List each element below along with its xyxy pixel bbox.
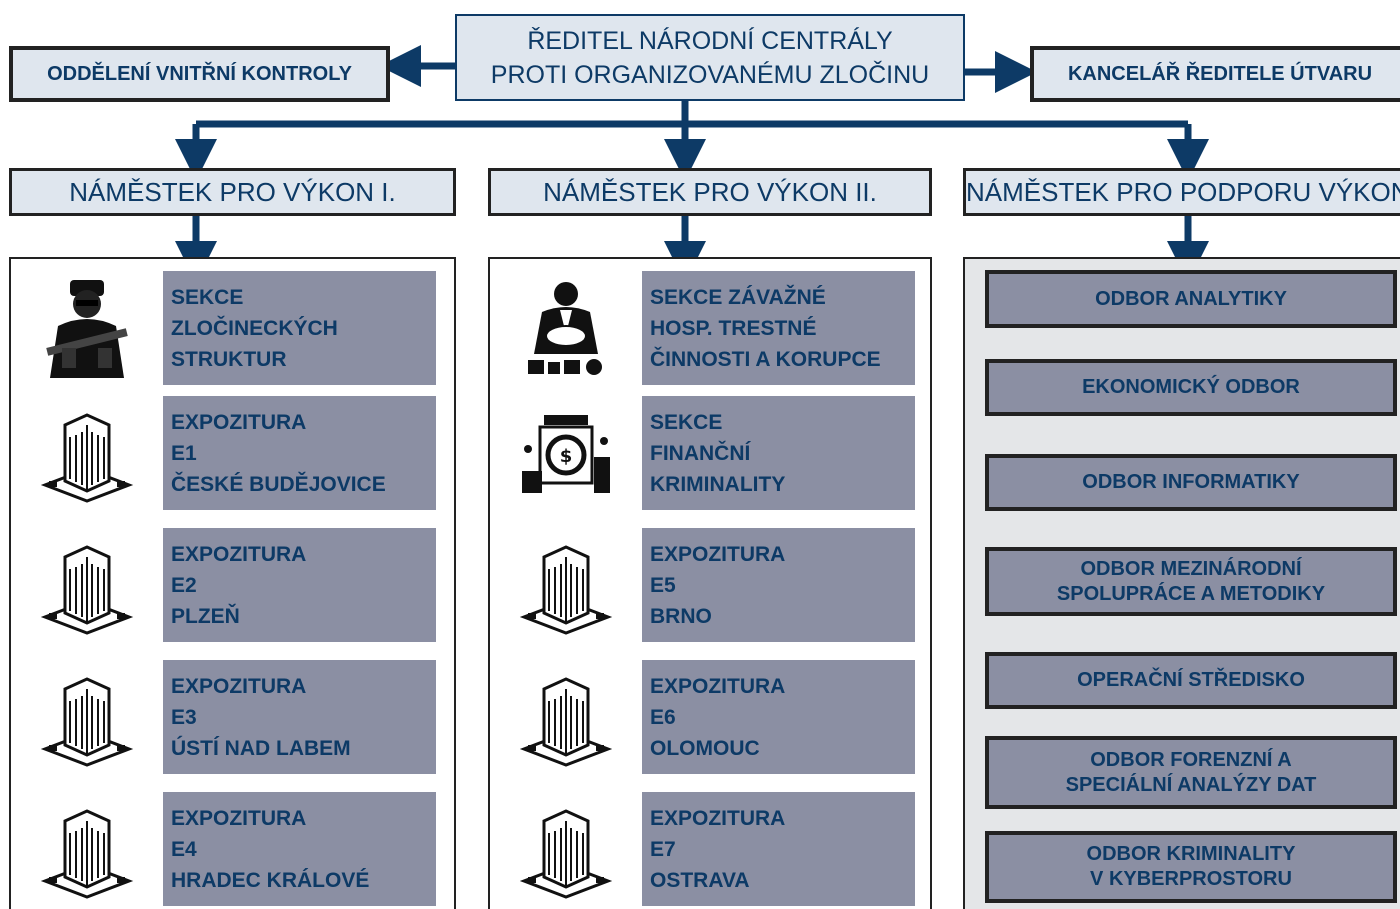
unit-line: PLZEŇ (171, 604, 240, 628)
building-icon (23, 396, 151, 510)
building-icon (502, 528, 630, 642)
unit-line: EXPOZITURA (650, 542, 786, 566)
unit-line: ÚSTÍ NAD LABEM (171, 736, 351, 760)
unit-line: E2 (171, 573, 197, 597)
building-icon (502, 660, 630, 774)
dept-line: ODBOR KRIMINALITY (1086, 843, 1296, 865)
dept-line: ODBOR ANALYTIKY (1095, 287, 1287, 310)
deputy-label-2: NÁMĚSTEK PRO VÝKON II. (543, 176, 877, 207)
unit-financial-crime-label: SEKCE FINANČNÍ KRIMINALITY (642, 396, 915, 510)
unit-line: KRIMINALITY (650, 472, 786, 496)
unit-line: SEKCE (171, 285, 244, 309)
unit-line: E3 (171, 705, 197, 729)
dept-line: ODBOR FORENZNÍ A (1090, 748, 1292, 771)
unit-line: EXPOZITURA (650, 806, 786, 830)
deputy-label-3: NÁMĚSTEK PRO PODPORU VÝKONU (966, 176, 1400, 207)
dept-line: V KYBERPROSTORU (1090, 868, 1292, 890)
panel-support: ODBOR ANALYTIKY EKONOMICKÝ ODBOR ODBOR I… (963, 257, 1400, 909)
unit-line: EXPOZITURA (171, 806, 307, 830)
unit-e3-label: EXPOZITURA E3 ÚSTÍ NAD LABEM (163, 660, 436, 774)
building-icon (502, 792, 630, 906)
dept-informatics: ODBOR INFORMATIKY (985, 454, 1397, 511)
building-icon (23, 792, 151, 906)
unit-line: E7 (650, 837, 676, 861)
internal-control-box: ODDĚLENÍ VNITŘNÍ KONTROLY (9, 46, 390, 102)
unit-line: HRADEC KRÁLOVÉ (171, 868, 370, 892)
unit-line: ČINNOSTI A KORUPCE (650, 347, 881, 371)
panel-execution-1: SEKCE ZLOČINECKÝCH STRUKTUR EXPOZITURA E… (9, 257, 456, 909)
dept-operations: OPERAČNÍ STŘEDISKO (985, 652, 1397, 709)
building-icon (23, 660, 151, 774)
director-line-2: PROTI ORGANIZOVANÉMU ZLOČINU (490, 60, 930, 89)
unit-e2-label: EXPOZITURA E2 PLZEŇ (163, 528, 436, 642)
deputy-box-3: NÁMĚSTEK PRO PODPORU VÝKONU (963, 168, 1400, 216)
svg-text:$: $ (560, 446, 573, 467)
internal-control-label: ODDĚLENÍ VNITŘNÍ KONTROLY (47, 62, 352, 85)
director-box: ŘEDITEL NÁRODNÍ CENTRÁLY PROTI ORGANIZOV… (455, 14, 965, 101)
unit-organized-crime-label: SEKCE ZLOČINECKÝCH STRUKTUR (163, 271, 436, 385)
unit-line: OSTRAVA (650, 868, 750, 892)
unit-line: SEKCE (650, 410, 723, 434)
unit-line: OLOMOUC (650, 736, 760, 760)
deputy-box-2: NÁMĚSTEK PRO VÝKON II. (488, 168, 932, 216)
unit-line: E1 (171, 441, 197, 465)
unit-e4-label: EXPOZITURA E4 HRADEC KRÁLOVÉ (163, 792, 436, 906)
unit-e6-label: EXPOZITURA E6 OLOMOUC (642, 660, 915, 774)
dept-line: OPERAČNÍ STŘEDISKO (1077, 669, 1305, 691)
dept-line: ODBOR INFORMATIKY (1082, 471, 1300, 493)
unit-e7-label: EXPOZITURA E7 OSTRAVA (642, 792, 915, 906)
dept-line: EKONOMICKÝ ODBOR (1082, 376, 1300, 398)
unit-line: EXPOZITURA (171, 674, 307, 698)
director-line-1: ŘEDITEL NÁRODNÍ CENTRÁLY (527, 26, 893, 55)
deputy-label-1: NÁMĚSTEK PRO VÝKON I. (69, 176, 396, 207)
unit-line: STRUKTUR (171, 347, 287, 371)
director-office-box: KANCELÁŘ ŘEDITELE ÚTVARU (1030, 46, 1400, 102)
dept-line: ODBOR MEZINÁRODNÍ (1080, 557, 1302, 580)
building-icon (23, 528, 151, 642)
dept-analytics: ODBOR ANALYTIKY (985, 270, 1397, 328)
unit-line: SEKCE ZÁVAŽNÉ (650, 285, 826, 309)
unit-line: E4 (171, 837, 197, 861)
dept-forensic: ODBOR FORENZNÍ A SPECIÁLNÍ ANALÝZY DAT (985, 736, 1397, 809)
dept-line: SPOLUPRÁCE A METODIKY (1056, 582, 1326, 605)
unit-e1-label: EXPOZITURA E1 ČESKÉ BUDĚJOVICE (163, 396, 436, 510)
unit-line: EXPOZITURA (171, 410, 307, 434)
unit-line: ČESKÉ BUDĚJOVICE (171, 472, 386, 496)
unit-line: FINANČNÍ (650, 441, 751, 465)
businessman-money-icon (502, 271, 630, 385)
unit-line: EXPOZITURA (171, 542, 307, 566)
unit-economic-crime-label: SEKCE ZÁVAŽNÉ HOSP. TRESTNÉ ČINNOSTI A K… (642, 271, 915, 385)
dept-economic: EKONOMICKÝ ODBOR (985, 359, 1397, 416)
unit-line: E5 (650, 573, 676, 597)
panel-execution-2: SEKCE ZÁVAŽNÉ HOSP. TRESTNÉ ČINNOSTI A K… (488, 257, 932, 909)
dept-line: SPECIÁLNÍ ANALÝZY DAT (1065, 773, 1317, 796)
unit-line: E6 (650, 705, 676, 729)
mobster-icon (23, 271, 151, 385)
dept-international: ODBOR MEZINÁRODNÍ SPOLUPRÁCE A METODIKY (985, 547, 1397, 616)
deputy-box-1: NÁMĚSTEK PRO VÝKON I. (9, 168, 456, 216)
unit-line: BRNO (650, 604, 712, 628)
money-laundering-icon: $ (502, 396, 630, 510)
unit-e5-label: EXPOZITURA E5 BRNO (642, 528, 915, 642)
unit-line: HOSP. TRESTNÉ (650, 316, 817, 340)
dept-cyber: ODBOR KRIMINALITY V KYBERPROSTORU (985, 831, 1397, 903)
unit-line: ZLOČINECKÝCH (171, 316, 338, 340)
director-office-label: KANCELÁŘ ŘEDITELE ÚTVARU (1067, 62, 1373, 85)
unit-line: EXPOZITURA (650, 674, 786, 698)
